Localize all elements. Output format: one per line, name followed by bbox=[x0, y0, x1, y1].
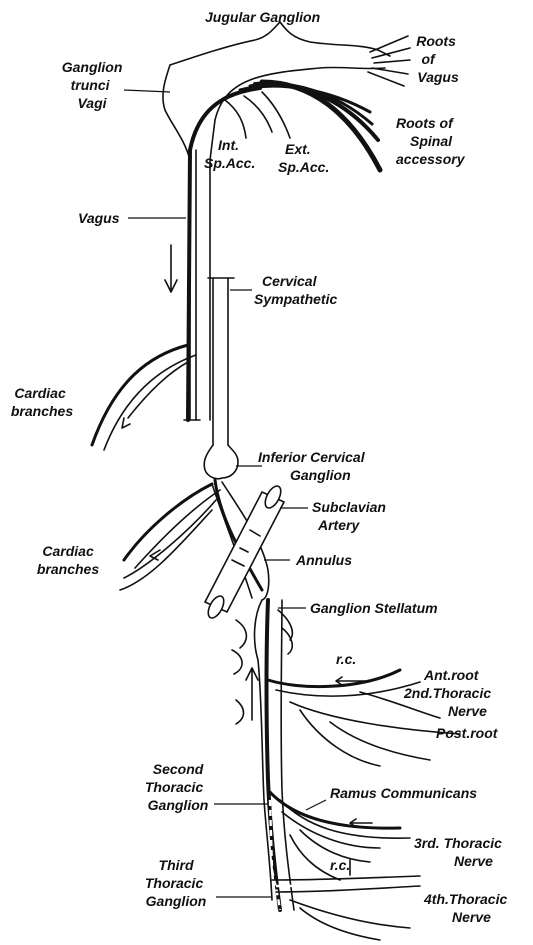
label-ant-root: Ant.root bbox=[423, 667, 480, 683]
label-annulus: Annulus bbox=[295, 552, 352, 568]
svg-text:Second Thoracic Gangli: Second Thoracic Ganglion bbox=[145, 761, 208, 813]
svg-text:Roots of Spinal access: Roots of Spinal accessory bbox=[396, 115, 466, 167]
label-jugular-ganglion: Jugular Ganglion bbox=[205, 9, 320, 25]
label-rc-lower: r.c. bbox=[330, 857, 350, 873]
label-post-root: Post.root bbox=[436, 725, 499, 741]
label-cervical-sympathetic-2: Sympathetic bbox=[254, 291, 337, 307]
ext-sp-acc-branch bbox=[262, 92, 290, 138]
label-second-thoracic-nerve-1: 2nd.Thoracic bbox=[403, 685, 491, 701]
svg-text:Ganglion trunci Vagi: Ganglion trunci Vagi bbox=[62, 59, 127, 111]
svg-text:3rd. Thoracic Nerve: 3rd. Thoracic Nerve bbox=[414, 835, 506, 869]
label-third-thoracic-ganglion-3: Ganglion bbox=[146, 893, 207, 909]
upper-cardiac-branches bbox=[92, 345, 196, 450]
label-int-sp-acc-1: Int. bbox=[218, 137, 239, 153]
label-fourth-thoracic-nerve-2: Nerve bbox=[452, 909, 491, 925]
label-roots-of-spinal-accessory-3: accessory bbox=[396, 151, 466, 167]
label-roots-of-spinal-accessory-1: Roots of bbox=[396, 115, 454, 131]
svg-text:Inferior Cervical Ganglion: Inferior Cervical Ganglion bbox=[258, 449, 369, 483]
label-second-thoracic-ganglion-2: Thoracic bbox=[145, 779, 204, 795]
label-ext-sp-acc-2: Sp.Acc. bbox=[278, 159, 329, 175]
lower-cardiac-branches bbox=[120, 484, 220, 590]
label-subclavian-artery-1: Subclavian bbox=[312, 499, 386, 515]
label-vagus: Vagus bbox=[78, 210, 120, 226]
svg-text:4th.Thoracic Nerve: 4th.Thoracic Nerve bbox=[423, 891, 511, 925]
label-roots-of-vagus-1: Roots bbox=[416, 33, 456, 49]
label-cardiac-branches-upper-2: branches bbox=[11, 403, 73, 419]
label-inferior-cervical-ganglion-2: Ganglion bbox=[290, 467, 351, 483]
label-third-thoracic-ganglion-2: Thoracic bbox=[145, 875, 204, 891]
label-roots-of-spinal-accessory-2: Spinal bbox=[410, 133, 453, 149]
svg-text:Cardiac branches: Cardiac branches bbox=[37, 543, 99, 577]
label-inferior-cervical-ganglion-1: Inferior Cervical bbox=[258, 449, 366, 465]
svg-text:Subclavian Artery: Subclavian Artery bbox=[312, 499, 390, 533]
third-thoracic-nerve bbox=[214, 790, 410, 880]
label-ganglion-trunci-vagi-1: Ganglion bbox=[62, 59, 123, 75]
int-sp-acc-branch bbox=[225, 100, 246, 138]
label-cervical-sympathetic-1: Cervical bbox=[262, 273, 318, 289]
label-cardiac-branches-lower-2: branches bbox=[37, 561, 99, 577]
label-third-thoracic-nerve-2: Nerve bbox=[454, 853, 493, 869]
label-cardiac-branches-upper-1: Cardiac bbox=[14, 385, 66, 401]
label-cardiac-branches-lower-1: Cardiac bbox=[42, 543, 94, 559]
label-ext-sp-acc-1: Ext. bbox=[285, 141, 311, 157]
ascending-arrow-icon bbox=[246, 668, 258, 720]
svg-text:Third Thoracic Ganglio: Third Thoracic Ganglion bbox=[145, 857, 207, 909]
label-third-thoracic-nerve-1: 3rd. Thoracic bbox=[414, 835, 502, 851]
fourth-thoracic-nerve bbox=[216, 860, 420, 940]
cervical-sympathetic-trunk bbox=[208, 278, 252, 445]
label-int-sp-acc-2: Sp.Acc. bbox=[204, 155, 255, 171]
label-ganglion-trunci-vagi-2: trunci bbox=[71, 77, 111, 93]
svg-text:2nd.Thoracic Nerve: 2nd.Thoracic Nerve bbox=[403, 685, 495, 719]
svg-text:Cardiac branches: Cardiac branches bbox=[11, 385, 73, 419]
roots-of-vagus bbox=[368, 36, 410, 86]
label-roots-of-vagus-2: of bbox=[421, 51, 436, 67]
label-rc-upper: r.c. bbox=[336, 651, 356, 667]
label-second-thoracic-ganglion-1: Second bbox=[153, 761, 204, 777]
descending-arrow-icon bbox=[165, 245, 177, 292]
label-roots-of-vagus-3: Vagus bbox=[417, 69, 459, 85]
label-second-thoracic-nerve-2: Nerve bbox=[448, 703, 487, 719]
label-ganglion-trunci-vagi-3: Vagi bbox=[77, 95, 107, 111]
svg-text:Ext. Sp.Acc.: Ext. Sp.Acc. bbox=[278, 141, 329, 175]
label-second-thoracic-ganglion-3: Ganglion bbox=[148, 797, 209, 813]
label-fourth-thoracic-nerve-1: 4th.Thoracic bbox=[423, 891, 507, 907]
svg-text:Roots of Vagus: Roots of Vagus bbox=[416, 33, 460, 85]
label-ramus-communicans: Ramus Communicans bbox=[330, 785, 477, 801]
label-ganglion-stellatum: Ganglion Stellatum bbox=[310, 600, 438, 616]
sympathetic-chain bbox=[232, 600, 306, 910]
inferior-cervical-ganglion bbox=[204, 445, 238, 479]
svg-text:Cervical Sympathetic: Cervical Sympathetic bbox=[254, 273, 337, 307]
label-third-thoracic-ganglion-1: Third bbox=[159, 857, 194, 873]
label-subclavian-artery-2: Artery bbox=[317, 517, 360, 533]
